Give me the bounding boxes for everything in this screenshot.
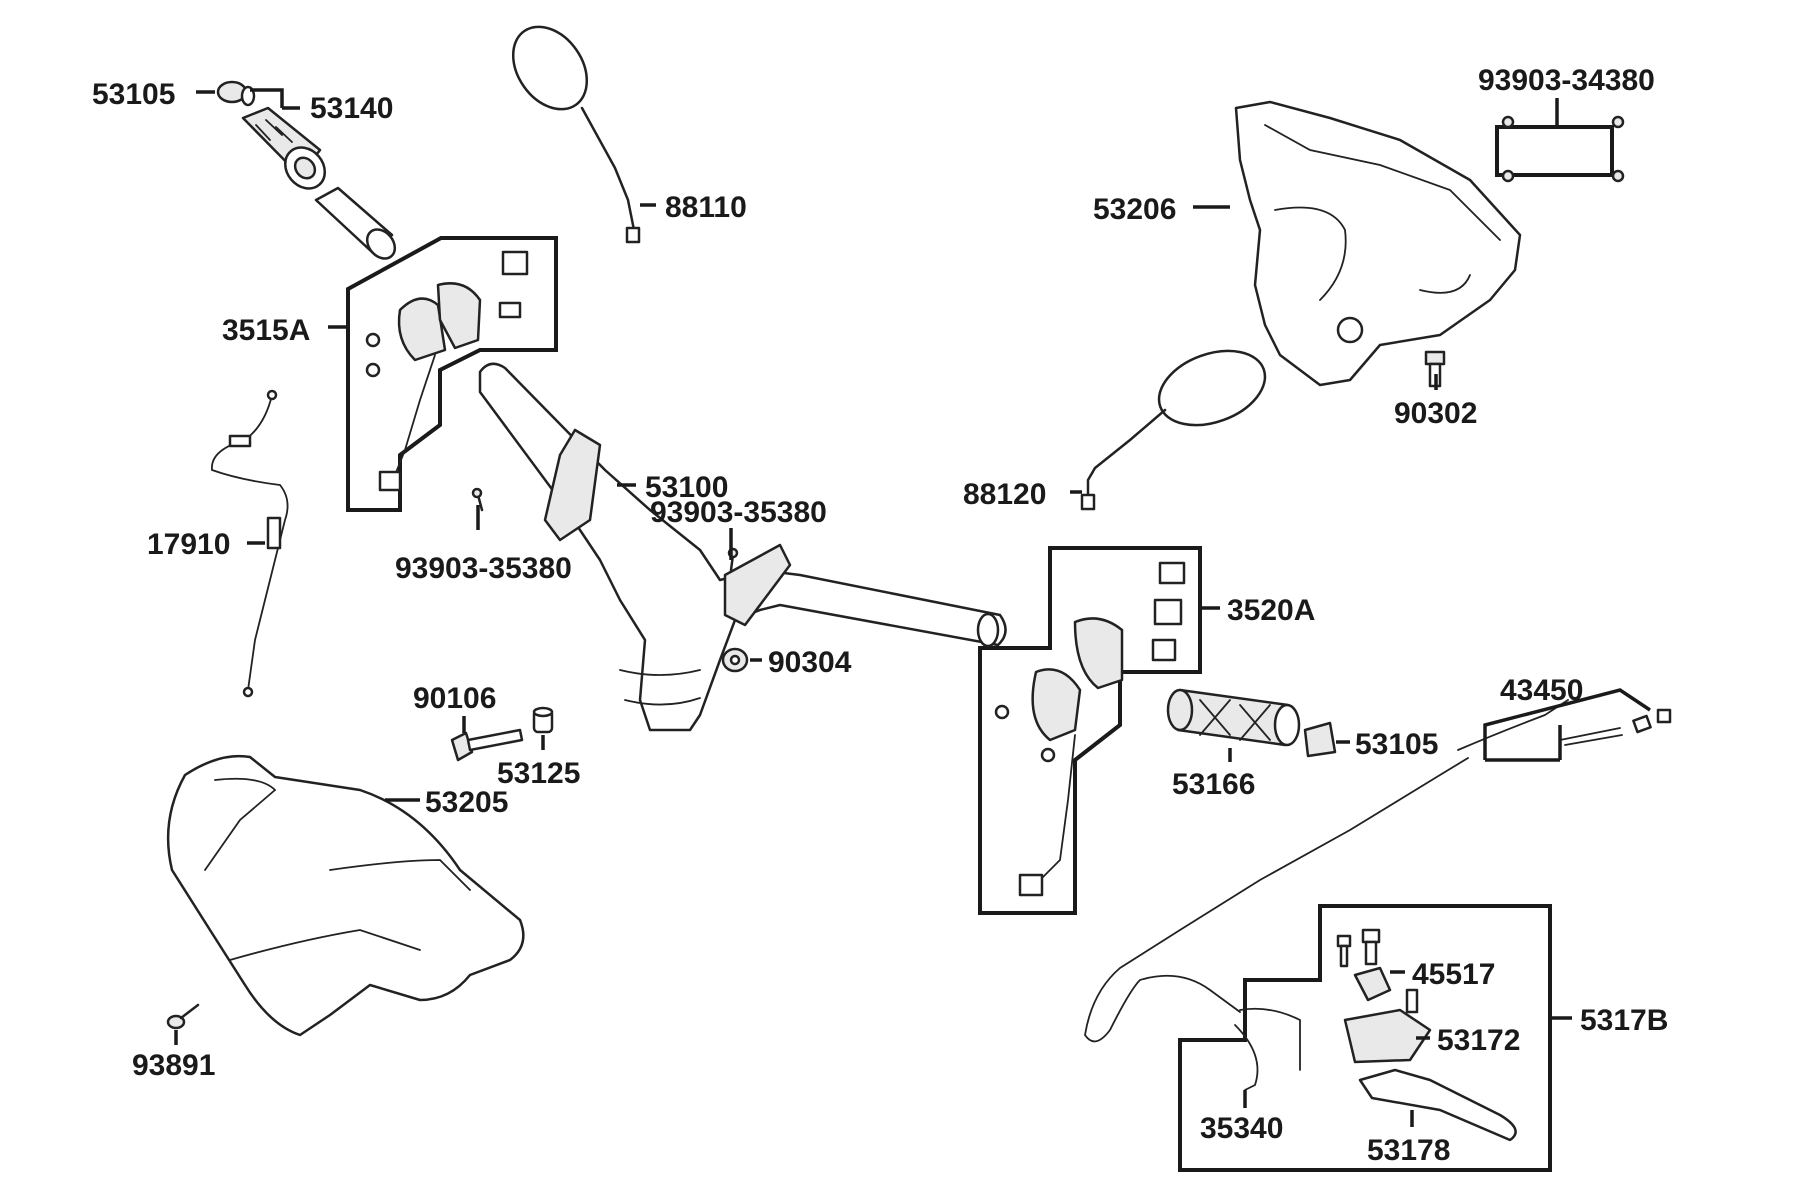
label-53100: 53100 bbox=[645, 471, 728, 504]
label-53178: 53178 bbox=[1367, 1134, 1450, 1167]
label-3515A: 3515A bbox=[222, 314, 310, 347]
label-90106: 90106 bbox=[413, 682, 496, 715]
handlebar-53100-part bbox=[478, 362, 1007, 732]
lever-5317B-part bbox=[1234, 928, 1517, 1142]
label-53166: 53166 bbox=[1172, 768, 1255, 801]
grip-tube-part bbox=[314, 186, 397, 260]
label-53105-top: 53105 bbox=[92, 78, 175, 111]
nut-90304-part bbox=[721, 647, 749, 673]
group-outline-3515A bbox=[346, 236, 558, 512]
leader-43450 bbox=[1483, 688, 1651, 762]
label-88110: 88110 bbox=[665, 191, 747, 224]
rear-cover-53206-part bbox=[1234, 100, 1522, 387]
mirror-88120-part bbox=[1080, 349, 1267, 511]
screw-93903-35380-a-part bbox=[471, 487, 484, 512]
label-53140: 53140 bbox=[310, 92, 393, 125]
cable-17910-part bbox=[211, 389, 289, 698]
label-53172: 53172 bbox=[1437, 1024, 1520, 1057]
label-93903-35380-b: 93903-35380 bbox=[650, 496, 827, 529]
group-outline-5317B bbox=[1178, 904, 1552, 1172]
leader-53140 bbox=[250, 88, 300, 110]
screw-93891-part bbox=[166, 1003, 200, 1030]
group-outline-3520A bbox=[978, 546, 1202, 915]
screws-93903-34380-part bbox=[1501, 115, 1625, 183]
bolt-90106-part bbox=[450, 728, 524, 762]
collar-53125-part bbox=[532, 706, 554, 734]
label-3520A: 3520A bbox=[1227, 594, 1315, 627]
label-35340: 35340 bbox=[1200, 1112, 1283, 1145]
label-93891: 93891 bbox=[132, 1049, 215, 1082]
label-53206: 53206 bbox=[1093, 193, 1176, 226]
bar-end-53105-top-part bbox=[216, 80, 256, 107]
leader-lines bbox=[174, 88, 1651, 1127]
grip-53140-part bbox=[241, 106, 327, 190]
label-43450: 43450 bbox=[1500, 674, 1583, 707]
switch-3520A-part bbox=[994, 561, 1186, 897]
label-53205: 53205 bbox=[425, 786, 508, 819]
label-93903-35380-a: 93903-35380 bbox=[395, 552, 572, 585]
label-93903-34380: 93903-34380 bbox=[1478, 64, 1655, 97]
bar-end-53105-right-part bbox=[1303, 721, 1337, 758]
label-5317B: 5317B bbox=[1580, 1004, 1668, 1037]
label-53105-right: 53105 bbox=[1355, 728, 1438, 761]
label-45517: 45517 bbox=[1412, 958, 1495, 991]
label-88120: 88120 bbox=[963, 478, 1046, 511]
mirror-88110-part bbox=[511, 25, 641, 244]
label-90304: 90304 bbox=[768, 646, 852, 679]
label-53125: 53125 bbox=[497, 757, 580, 790]
switch-3515A-part bbox=[365, 250, 529, 492]
grip-53166-part bbox=[1166, 688, 1301, 747]
group-outline-93903-34380 bbox=[1495, 125, 1614, 177]
label-90302: 90302 bbox=[1394, 397, 1477, 430]
cable-43450-part bbox=[1084, 699, 1672, 1043]
front-cover-53205-part bbox=[166, 754, 525, 1037]
label-17910: 17910 bbox=[147, 528, 230, 561]
